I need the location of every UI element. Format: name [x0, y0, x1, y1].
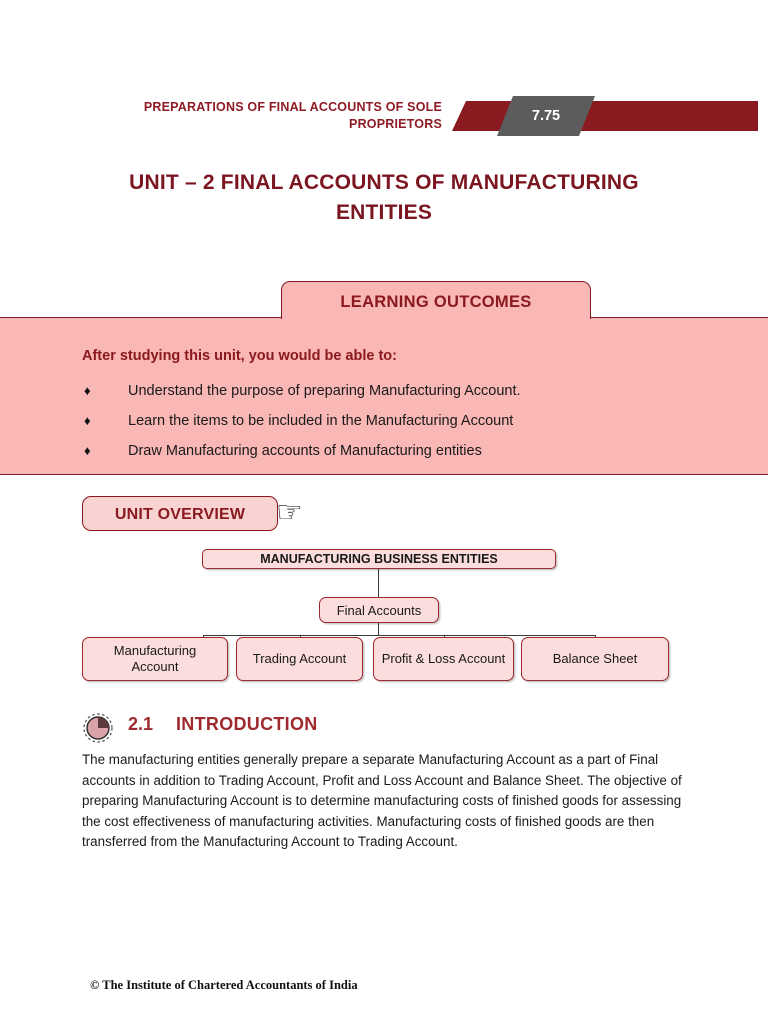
unit-overview-flowchart: MANUFACTURING BUSINESS ENTITIES Final Ac… [0, 545, 768, 695]
flowchart-node-profit-loss-account: Profit & Loss Account [373, 637, 514, 681]
page-title: UNIT – 2 FINAL ACCOUNTS OF MANUFACTURING… [129, 171, 639, 224]
flowchart-node-trading-account: Trading Account [236, 637, 363, 681]
flowchart-node-balance-sheet: Balance Sheet [521, 637, 669, 681]
list-item: ♦ Understand the purpose of preparing Ma… [82, 376, 702, 406]
list-item-label: Learn the items to be included in the Ma… [128, 413, 514, 429]
list-item-label: Understand the purpose of preparing Manu… [128, 383, 521, 399]
page-number: 7.75 [531, 108, 561, 124]
running-head-title: PREPARATIONS OF FINAL ACCOUNTS OF SOLE P… [143, 100, 442, 131]
diamond-bullet-icon: ♦ [84, 443, 91, 458]
connector-root-to-mid [378, 569, 380, 597]
unit-overview-box: UNIT OVERVIEW [82, 496, 278, 531]
page-number-tab: 7.75 [497, 96, 595, 136]
pointing-hand-icon: ☞ [276, 496, 303, 529]
flowchart-node-root: MANUFACTURING BUSINESS ENTITIES [202, 549, 556, 569]
connector-horizontal-bus [203, 635, 596, 637]
list-item-label: Draw Manufacturing accounts of Manufactu… [128, 443, 482, 459]
list-item: ♦ Draw Manufacturing accounts of Manufac… [82, 436, 702, 466]
learning-outcomes-intro: After studying this unit, you would be a… [82, 348, 397, 364]
learning-outcomes-tab: LEARNING OUTCOMES [281, 281, 591, 319]
section-title: INTRODUCTION [176, 714, 318, 734]
footer-copyright: © The Institute of Chartered Accountants… [90, 978, 358, 992]
running-head-red-band [452, 101, 758, 131]
clock-pie-icon [82, 712, 114, 744]
unit-overview-label: UNIT OVERVIEW [114, 506, 246, 523]
connector-mid-to-bus [378, 623, 380, 636]
learning-outcomes-band: After studying this unit, you would be a… [0, 317, 768, 475]
section-body-text: The manufacturing entities generally pre… [82, 752, 682, 849]
flowchart-node-manufacturing-account: Manufacturing Account [82, 637, 228, 681]
diamond-bullet-icon: ♦ [84, 383, 91, 398]
running-head: PREPARATIONS OF FINAL ACCOUNTS OF SOLE P… [0, 96, 768, 140]
diamond-bullet-icon: ♦ [84, 413, 91, 428]
learning-outcomes-tab-label: LEARNING OUTCOMES [340, 293, 532, 311]
flowchart-node-final-accounts: Final Accounts [319, 597, 439, 623]
list-item: ♦ Learn the items to be included in the … [82, 406, 702, 436]
learning-outcomes-list: ♦ Understand the purpose of preparing Ma… [82, 376, 702, 466]
section-number: 2.1 [128, 714, 154, 734]
